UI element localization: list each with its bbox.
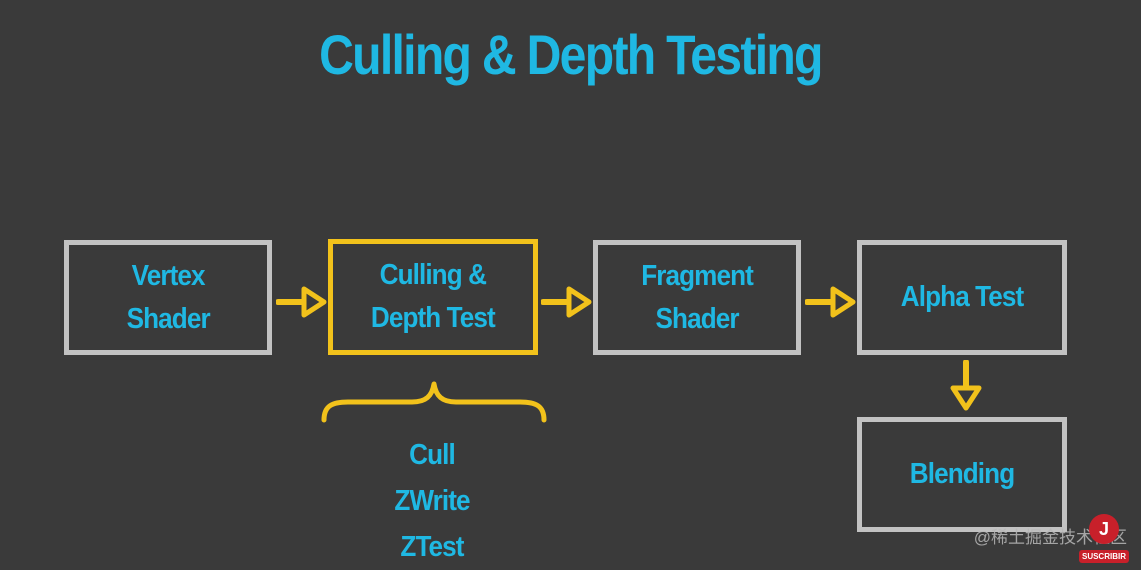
right-arrow-icon bbox=[805, 286, 856, 318]
right-arrow-icon bbox=[541, 286, 592, 318]
fragment-shader-label: Fragment Shader bbox=[641, 259, 754, 335]
vertex-shader-box: Vertex Shader bbox=[64, 240, 272, 355]
culling-depth-test-box: Culling & Depth Test bbox=[328, 239, 538, 355]
alpha-test-label: Alpha Test bbox=[900, 281, 1024, 313]
render-state-cull: Cull bbox=[409, 439, 456, 471]
subscribe-button[interactable]: J SUSCRIBIR bbox=[1079, 514, 1129, 564]
vertex-shader-label: Vertex Shader bbox=[126, 259, 210, 335]
render-state-ztest: ZTest bbox=[400, 531, 464, 563]
blending-label: Blending bbox=[909, 458, 1015, 490]
watermark: @稀土掘金技术社区 bbox=[973, 528, 1127, 547]
subscribe-logo-icon: J bbox=[1089, 514, 1119, 544]
render-state-list: Cull ZWrite ZTest bbox=[332, 432, 532, 570]
right-arrow-icon bbox=[276, 286, 327, 318]
fragment-shader-box: Fragment Shader bbox=[593, 240, 801, 355]
curly-brace-icon bbox=[321, 381, 547, 423]
down-arrow-icon bbox=[950, 360, 982, 411]
blending-box: Blending bbox=[857, 417, 1067, 532]
subscribe-label: SUSCRIBIR bbox=[1079, 550, 1129, 563]
render-state-zwrite: ZWrite bbox=[394, 485, 470, 517]
culling-depth-test-label: Culling & Depth Test bbox=[371, 259, 496, 334]
alpha-test-box: Alpha Test bbox=[857, 240, 1067, 355]
page-title: Culling & Depth Testing bbox=[319, 23, 823, 86]
